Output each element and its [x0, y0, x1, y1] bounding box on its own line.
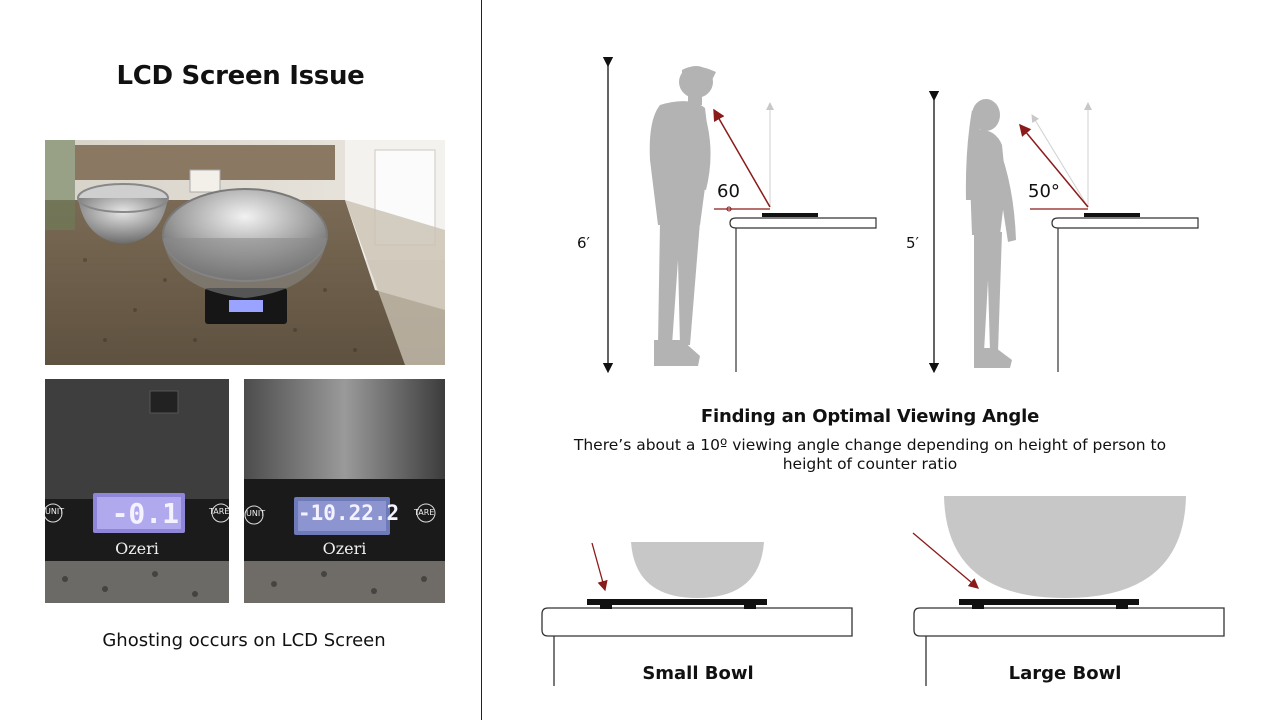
unit-button-label: UNIT	[246, 509, 266, 518]
photo-lcd-closeup-right: -10.22.2 UNIT TARE Ozeri	[244, 379, 445, 603]
height-label-short: 5′	[906, 234, 919, 252]
height-label-tall: 6′	[577, 234, 590, 252]
photo-caption: Ghosting occurs on LCD Screen	[102, 630, 386, 651]
short-person-silhouette	[965, 99, 1016, 368]
large-bowl-scene	[912, 496, 1225, 686]
page-title: LCD Screen Issue	[116, 61, 365, 91]
viewing-angle-diagram	[541, 56, 1225, 686]
small-bowl-scene	[541, 542, 853, 686]
tare-button-label: TARE	[209, 507, 229, 516]
small-bowl	[631, 542, 764, 598]
tall-person-silhouette	[649, 66, 716, 366]
section-heading: Finding an Optimal Viewing Angle	[700, 406, 1040, 427]
lcd-display-readout: -0.1	[111, 497, 179, 530]
large-bowl	[944, 496, 1186, 598]
large-bowl-sightline	[912, 532, 979, 589]
section-description: There’s about a 10º viewing angle change…	[573, 436, 1167, 473]
large-bowl-label: Large Bowl	[1008, 663, 1122, 684]
viewing-angle-lines-tall	[713, 102, 774, 212]
angle-label-tall: 60	[717, 181, 740, 202]
unit-button-label: UNIT	[45, 507, 65, 516]
small-bowl-label: Small Bowl	[642, 663, 754, 684]
brand-logo: Ozeri	[322, 539, 367, 558]
counter-tall	[729, 213, 877, 372]
lcd-display-readout: -10.22.2	[298, 501, 400, 525]
small-bowl-sightline	[591, 542, 608, 592]
brand-logo: Ozeri	[115, 539, 159, 558]
tare-button-label: TARE	[414, 508, 435, 517]
panel-divider	[481, 0, 482, 720]
photo-scale-with-bowls	[45, 140, 445, 365]
angle-label-short: 50°	[1028, 181, 1060, 202]
counter-short	[1051, 213, 1199, 372]
viewing-angle-lines-short	[1019, 102, 1092, 210]
photo-lcd-closeup-left: -0.1 UNIT TARE Ozeri	[45, 379, 229, 603]
